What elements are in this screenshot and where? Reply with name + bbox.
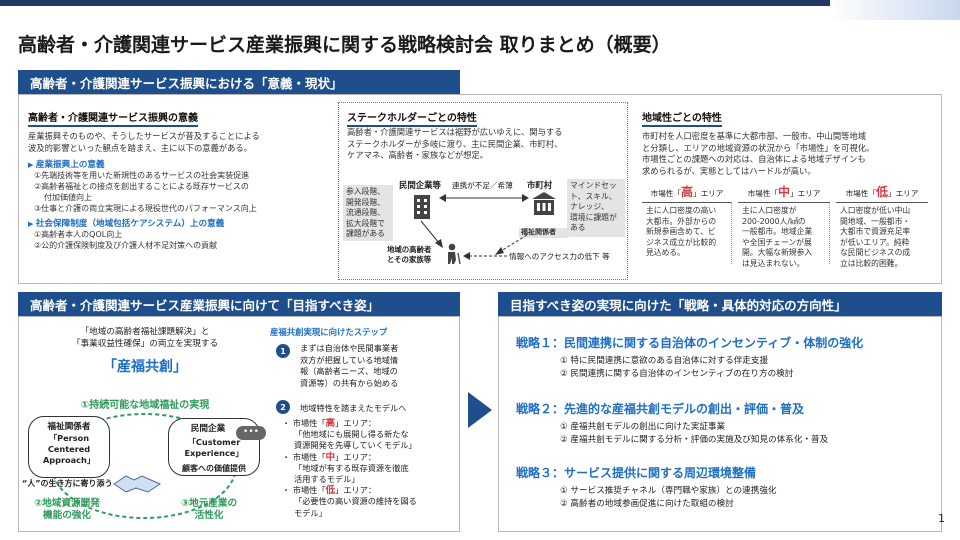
stakeholder-text: 高齢者・介護関連サービスは裾野が広いゆえに、関与する ステークホルダーが多岐に渡… <box>347 127 563 160</box>
link-arrow-icon <box>439 194 529 202</box>
significance-intro: 産業振興そのものや、そうしたサービスが普及することによる 波及的影響といった観点… <box>28 131 260 153</box>
elderly-label: 地域の高齢者 とその家族等 <box>387 245 432 264</box>
goal-intro: 「地域の高齢者福祉課題解決」と 「事業収益性確保」の両立を実現する <box>71 327 219 349</box>
welfare-label: 福祉関係者 <box>521 228 556 236</box>
link-label: 連携が不足／希薄 <box>451 180 514 191</box>
section3-header: 目指すべき姿の実現に向けた「戦略・具体的対応の方向性」 <box>498 292 942 316</box>
private-caption: 顧客への価値提供 <box>182 464 246 473</box>
page-title: 高齢者・介護関連サービス産業振興に関する戦略検討会 取りまとめ（概要） <box>18 34 671 56</box>
strategy-2: 戦略２：先進的な産福共創モデルの創出・評価・普及 ① 産福共創モデルの創出に向け… <box>516 400 828 447</box>
section3-panel <box>498 316 942 532</box>
city-hall-icon <box>532 192 556 215</box>
area-high: 市場性「高」エリア 主に人口密度の高い大都市。外部からの新規参画含めて、ビジネス… <box>642 183 732 264</box>
industry-list: ①先端技術等を用いた新規性のあるサービスの社会実装促進 ②高齢者福祉との接点を創… <box>34 171 257 213</box>
step1-number: 1 <box>276 344 290 358</box>
private-actor: 民間企業 <box>190 424 226 434</box>
regional-text: 市町村を人口密度を基準に大都市部、一般市、中山間等地域 と分類し、エリアの地域資… <box>642 131 875 176</box>
significance-heading: 高齢者・介護関連サービス振興の意義 <box>28 109 198 127</box>
strategy-3-title: 戦略３：サービス提供に関する周辺環境整備 <box>516 466 757 480</box>
concept-title: 「産福共創」 <box>103 359 187 375</box>
triangle-icon: ▶ <box>28 161 36 169</box>
section1-header: 高齢者・介護関連サービス振興における「意義・現状」 <box>18 70 460 94</box>
top-bar <box>0 0 960 6</box>
area-low: 市場性「低」エリア 人口密度が低い中山間地域、一般都市・大都市で資源充足率が低い… <box>836 183 928 268</box>
muni-note: マインドセッ ト、スキル、 ナレッジ、 環境に課題が ある <box>567 179 625 237</box>
handshake-icon <box>113 475 162 493</box>
step2-items: ・ 市場性「高」エリア： 「他地域にも展開し得る新たな 資源開発を先導していくモ… <box>282 418 417 518</box>
strategy-2-title: 戦略２：先進的な産福共創モデルの創出・評価・普及 <box>516 402 805 416</box>
regional-block: 地域性ごとの特性 市町村を人口密度を基準に大都市部、一般市、中山間等地域 と分類… <box>642 106 938 280</box>
strategy-1-title: 戦略１：民間連携に関する自治体のインセンティブ・体制の強化 <box>516 336 864 350</box>
step2-number: 2 <box>276 400 290 414</box>
muni-label: 市町村 <box>527 180 553 190</box>
social-list: ①高齢者本人のQOL向上 ②公的介護保険制度及び介護人材不足対策への貢献 <box>34 230 218 250</box>
flow-arrow-icon <box>468 392 492 428</box>
regional-heading: 地域性ごとの特性 <box>642 109 722 127</box>
welfare-caption: “人”の生き方に寄り添う <box>22 479 113 488</box>
pillar3: ③地元産業の活性化 <box>180 498 238 521</box>
social-heading: ▶ 社会保障制度（地域包括ケアシステム）上の意義 <box>28 219 225 229</box>
stakeholder-heading: ステークホルダーごとの特性 <box>347 109 477 127</box>
strategy-1: 戦略１：民間連携に関する自治体のインセンティブ・体制の強化 ① 特に民間連携に意… <box>516 334 863 381</box>
industry-heading: ▶ 産業振興上の意義 <box>28 160 105 170</box>
section2-header: 高齢者・介護関連サービス産業振興に向けて「目指すべき姿」 <box>18 292 460 316</box>
step1-text: まずは自治体や民間事業者双方が把握している地域情報（高齢者ニーズ、地域の資源等）… <box>300 343 399 388</box>
triangle-icon: ▶ <box>28 220 36 228</box>
welfare-actor: 福祉関係者 <box>47 422 91 432</box>
stakeholder-block: ステークホルダーごとの特性 高齢者・介護関連サービスは裾野が広いゆえに、関与する… <box>338 102 628 280</box>
pillar2: ②地域資源開発機能の強化 <box>34 498 100 521</box>
access-arrow <box>463 252 507 260</box>
step2-text: 地域特性を踏まえたモデルへ <box>300 403 407 413</box>
significance-block: 高齢者・介護関連サービス振興の意義 産業振興そのものや、そうしたサービスが普及す… <box>28 106 328 280</box>
access-label: 情報へのアクセス力の低下 等 <box>509 252 610 261</box>
diagonal-arrows <box>420 220 528 255</box>
private-note: 参入段階、 開発段階、 流通段階、 拡大段階で 課題がある <box>343 185 393 241</box>
building-icon <box>414 195 430 219</box>
page-number: 1 <box>938 512 945 525</box>
steps-heading: 産福共創実現に向けたステップ <box>270 327 388 337</box>
elderly-icon <box>448 243 461 265</box>
speech-bubble-icon: ••• <box>236 426 266 440</box>
pillar1: ①持続可能な地域福祉の実現 <box>80 400 210 411</box>
strategy-3: 戦略３：サービス提供に関する周辺環境整備 ① サービス推奨チャネル（専門職や家族… <box>516 464 777 511</box>
private-label: 民間企業等 <box>399 180 441 190</box>
top-gradient <box>830 0 960 20</box>
welfare-cloud <box>28 416 110 478</box>
